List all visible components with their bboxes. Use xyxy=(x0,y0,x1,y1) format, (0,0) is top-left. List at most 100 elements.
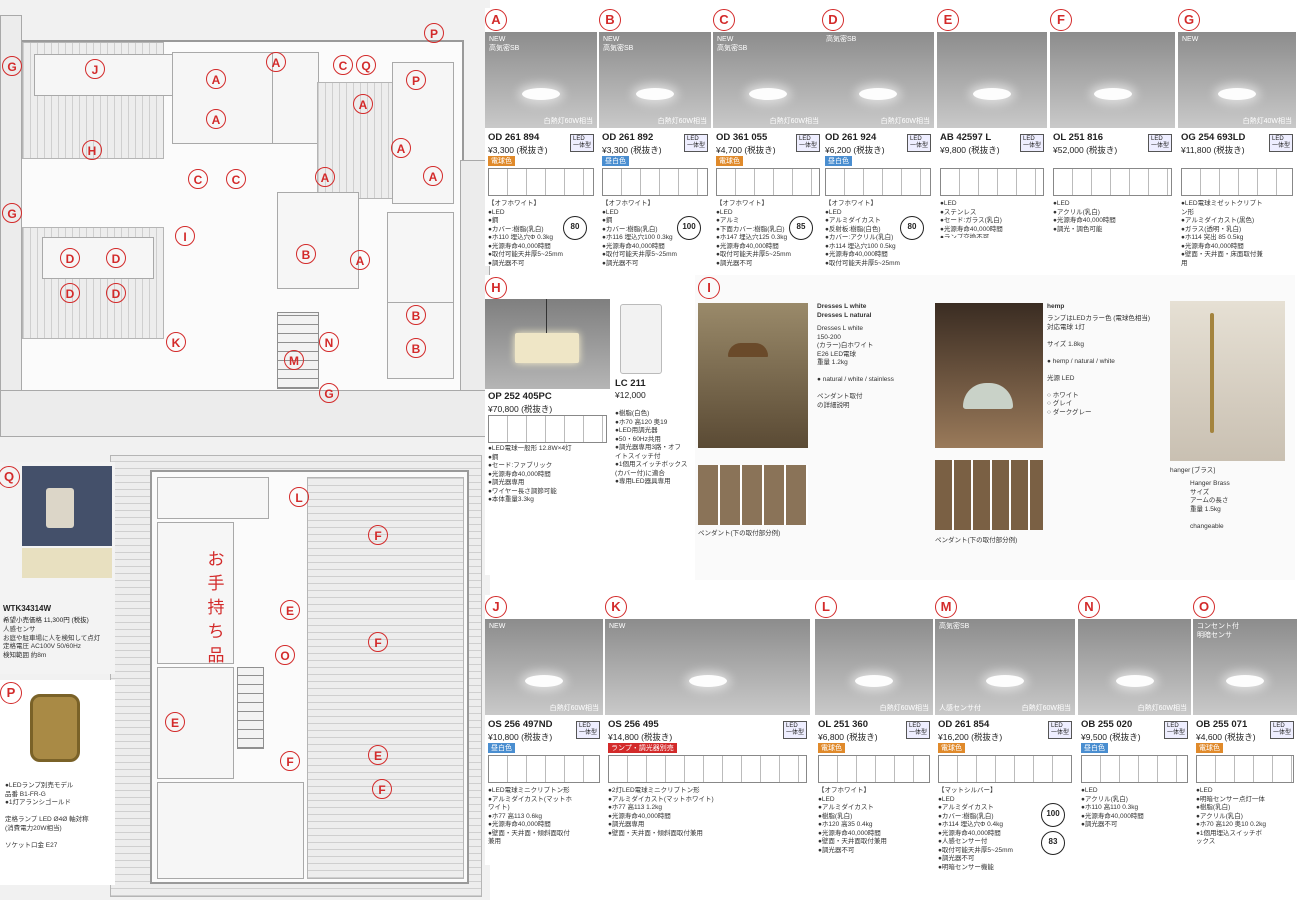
fixture-icon xyxy=(859,87,897,100)
plan-marker-upper-0: P xyxy=(424,23,444,43)
product-notes: 【オフホワイト】 ●LED ●アルミダイカスト ●樹脂(乳白) ●ホ120 高3… xyxy=(818,787,887,854)
lower-floor-plan xyxy=(150,470,469,884)
product-photo: 白熱灯60W相当 xyxy=(815,619,933,715)
plan-marker-lower-6: F xyxy=(280,751,300,771)
product-model: OL 251 816 xyxy=(1053,132,1104,143)
spec-header: hemp xyxy=(1047,303,1065,310)
product-letter: Q xyxy=(0,466,20,488)
product-tag: NEW 高気密SB xyxy=(489,36,520,52)
product-tag: NEW 高気密SB xyxy=(603,36,634,52)
plan-marker-upper-14: A xyxy=(315,167,335,187)
product-model: WTK34314W xyxy=(3,604,52,613)
color-temperature-label: 電球色 xyxy=(1196,743,1223,753)
product-model: OS 256 497ND xyxy=(488,719,553,730)
hemp-photo xyxy=(935,303,1043,448)
product-letter: H xyxy=(485,277,507,299)
product-price: ¥16,200 (税抜き) xyxy=(938,732,1003,742)
plan-marker-upper-9: A xyxy=(206,109,226,129)
fixture-icon xyxy=(1115,674,1154,687)
plan-marker-upper-12: C xyxy=(188,169,208,189)
product-notes: 人感センサ お庭や駐車場に人を検知して点灯 定格電圧 AC100V 50/60H… xyxy=(3,626,101,659)
plan-marker-upper-4: A xyxy=(266,52,286,72)
fixture-icon xyxy=(636,87,674,100)
product-model: OS 256 495 xyxy=(608,719,659,730)
photo-label-left: 人感センサ付 xyxy=(939,705,981,712)
handwritten-note: お手持ち品 xyxy=(207,550,225,666)
plan-marker-upper-20: D xyxy=(60,248,80,268)
caption: ペンダント(下の取付部分例) xyxy=(935,537,1018,544)
product-letter: N xyxy=(1078,596,1100,618)
product-notes: 【オフホワイト】 ●LED ●鋼 ●カバー:樹脂(乳白) ●ホ116 埋込穴10… xyxy=(602,200,677,266)
color-temperature-label: 電球色 xyxy=(938,743,965,753)
product-tag: NEW xyxy=(489,623,506,630)
product-notes: ●2灯LED電球ミニクリプトン形 ●アルミダイカスト(マットホワイト) ●ホ77… xyxy=(608,787,714,837)
product-price: ¥70,800 (税抜き) xyxy=(488,404,553,414)
plan-marker-upper-26: K xyxy=(166,332,186,352)
product-letter: K xyxy=(605,596,627,618)
product-tag: 高気密SB xyxy=(826,36,857,43)
product-notes: ●LED ●アクリル(乳白) ●ホ110 高110 0.3kg ●光源寿命40,… xyxy=(1081,787,1144,828)
product-photo: NEW xyxy=(605,619,810,715)
spec-notes: ランプはLEDカラー色 (電球色相当) 対応電球 1灯 サイズ 1.8kg ● … xyxy=(1047,315,1151,416)
fixture-icon xyxy=(855,674,893,687)
product-notes: ●LED電球一般形 12.8W×4灯 ●鋼 ●セード:ファブリック ●光源寿命4… xyxy=(488,445,572,503)
spec-table xyxy=(1196,755,1294,783)
plan-marker-lower-4: O xyxy=(275,645,295,665)
pendant-cord xyxy=(546,299,547,333)
plan-marker-upper-3: A xyxy=(206,69,226,89)
product-notes: 【オフホワイト】 ●LED ●鋼 ●カバー:樹脂(乳白) ●ホ110 埋込穴Φ … xyxy=(488,200,563,266)
outer-deck xyxy=(0,15,22,437)
caption: hanger [ブラス] xyxy=(1170,467,1216,474)
product-model: OB 255 020 xyxy=(1081,719,1133,730)
fixture-icon xyxy=(688,674,727,687)
plan-marker-lower-7: E xyxy=(368,745,388,765)
room xyxy=(157,522,234,664)
product-price: ¥52,000 (税抜き) xyxy=(1053,145,1118,155)
product-letter: D xyxy=(822,9,844,31)
plan-marker-upper-7: P xyxy=(406,70,426,90)
product-notes: 【オフホワイト】 ●LED ●アルミ ●下面カバー:樹脂(乳白) ●ホ147 埋… xyxy=(716,200,791,266)
product-notes: ●LEDランプ別売モデル 品番 B1-FR-G ●1灯アランシゴールド 定格ラン… xyxy=(5,782,89,849)
product-card-I: I ペンダント(下の取付部分例) Dresses L white Dresses… xyxy=(695,275,1295,580)
spec-table xyxy=(608,755,807,783)
spec-table xyxy=(1181,168,1293,196)
spec-table xyxy=(488,168,594,196)
sensor-light-icon xyxy=(46,488,74,528)
product-letter: P xyxy=(0,682,22,704)
product-price: ¥9,800 (税抜き) xyxy=(940,145,1000,155)
spec-header: Dresses L white Dresses L natural xyxy=(817,303,872,319)
floor-plan-panel: お手持ち品 Q WTK34314W 希望小売価格 11,300円 (税抜) 人感… xyxy=(0,0,490,900)
product-notes: ●LED ●アクリル(乳白) ●光源寿命40,000時間 ●調光・調色可能 xyxy=(1053,200,1116,233)
product-model: OD 261 854 xyxy=(938,719,990,730)
efficiency-badge-2: 83 xyxy=(1041,831,1065,855)
plan-marker-lower-2: E xyxy=(280,600,300,620)
product-letter: J xyxy=(485,596,507,618)
efficiency-badge: 85 xyxy=(789,216,813,240)
plan-marker-upper-11: H xyxy=(82,140,102,160)
plan-marker-upper-15: A xyxy=(423,166,443,186)
product-photo xyxy=(485,299,610,389)
product-price: ¥11,800 (税抜き) xyxy=(1181,145,1245,155)
room xyxy=(387,212,454,309)
spec-table xyxy=(716,168,820,196)
plan-marker-upper-6: Q xyxy=(356,55,376,75)
plan-marker-upper-1: G xyxy=(2,56,22,76)
